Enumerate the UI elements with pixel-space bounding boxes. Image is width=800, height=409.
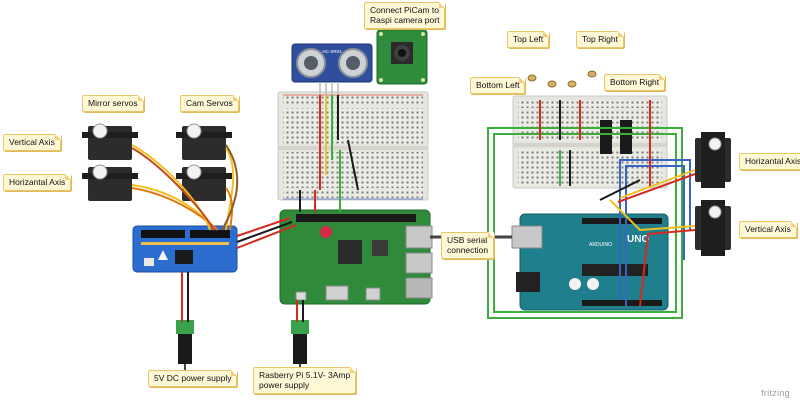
fritzing-watermark: fritzing xyxy=(761,388,790,398)
ultrasonic-sensor: HC-SR04 xyxy=(291,43,373,95)
mirror-servo-vertical xyxy=(82,123,138,160)
cam-servo-horizontal xyxy=(176,164,232,201)
note-horizontal-axis-right: Horizantal Axis xyxy=(739,153,800,170)
ldr-sensors xyxy=(527,70,597,88)
mirror-servo-horizontal xyxy=(82,164,138,201)
note-usb-serial: USB serial connection xyxy=(441,232,495,259)
note-bottom-right: Bottom Right xyxy=(604,74,666,91)
raspberry-pi-board xyxy=(279,209,433,305)
note-horizontal-axis-left: Horizantal Axis xyxy=(3,174,72,191)
note-bottom-left: Bottom Left xyxy=(470,77,526,94)
arduino-sub: ARDUINO xyxy=(589,242,612,248)
arduino-servo-horizontal xyxy=(695,132,731,188)
picam-module xyxy=(376,29,428,85)
arduino-servo-vertical xyxy=(695,200,731,256)
note-top-left: Top Left xyxy=(507,31,550,48)
note-pi-power-supply: Rasberry Pi 5.1V- 3Amp power supply xyxy=(253,367,357,394)
wires xyxy=(131,95,696,322)
arduino-brand: UNO xyxy=(627,234,649,245)
note-top-right: Top Right xyxy=(576,31,624,48)
arduino-uno-board: UNO ARDUINO xyxy=(511,213,669,311)
servo-power-jack xyxy=(176,320,194,378)
note-cam-servos: Cam Servos xyxy=(180,95,239,112)
servo-driver-board xyxy=(132,225,238,273)
left-breadboard xyxy=(277,91,429,201)
note-vertical-axis-right: Vertical Axis xyxy=(739,221,797,238)
note-picam: Connect PiCam to Raspi camera port xyxy=(364,2,446,29)
note-mirror-servos: Mirror servos xyxy=(82,95,144,112)
cam-servo-vertical xyxy=(176,123,232,160)
right-breadboard xyxy=(512,95,668,189)
note-dc-power-supply: 5V DC power supply xyxy=(148,370,238,387)
ultrasonic-label: HC-SR04 xyxy=(322,49,342,54)
note-vertical-axis-left: Vertical Axis xyxy=(3,134,61,151)
